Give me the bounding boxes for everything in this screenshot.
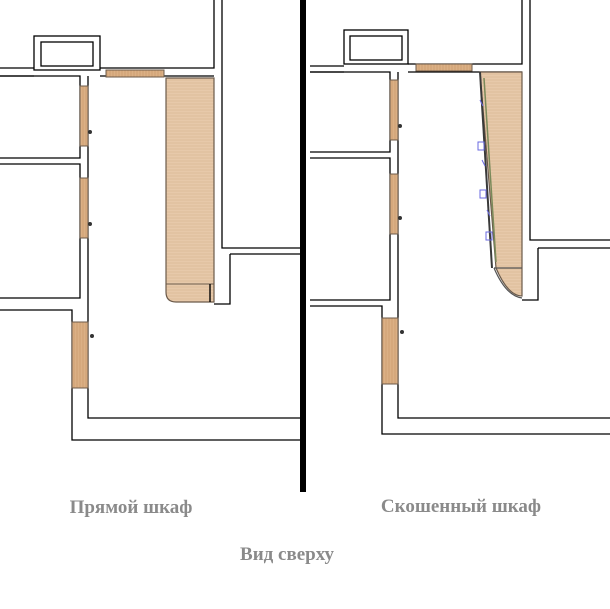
door-3 xyxy=(71,321,89,389)
wall-top-left xyxy=(0,67,34,77)
plan-straight xyxy=(0,0,300,441)
cad-markers xyxy=(477,99,493,241)
window-niche xyxy=(33,35,101,71)
wall-top-right xyxy=(100,0,215,77)
wardrobe-slanted xyxy=(477,71,523,299)
wardrobe-straight xyxy=(165,77,215,303)
doors-slanted xyxy=(381,63,473,385)
door-1 xyxy=(79,85,89,147)
plan-slanted xyxy=(310,0,610,435)
caption-top-view: Вид сверху xyxy=(240,544,334,565)
doors-straight xyxy=(71,69,165,389)
caption-straight-wardrobe: Прямой шкаф xyxy=(69,497,193,518)
door-top xyxy=(105,69,165,78)
door-2 xyxy=(79,177,89,239)
window-niche-right xyxy=(343,29,409,65)
room-left-1 xyxy=(0,75,81,299)
caption-slanted-wardrobe: Скошенный шкаф xyxy=(380,496,542,517)
